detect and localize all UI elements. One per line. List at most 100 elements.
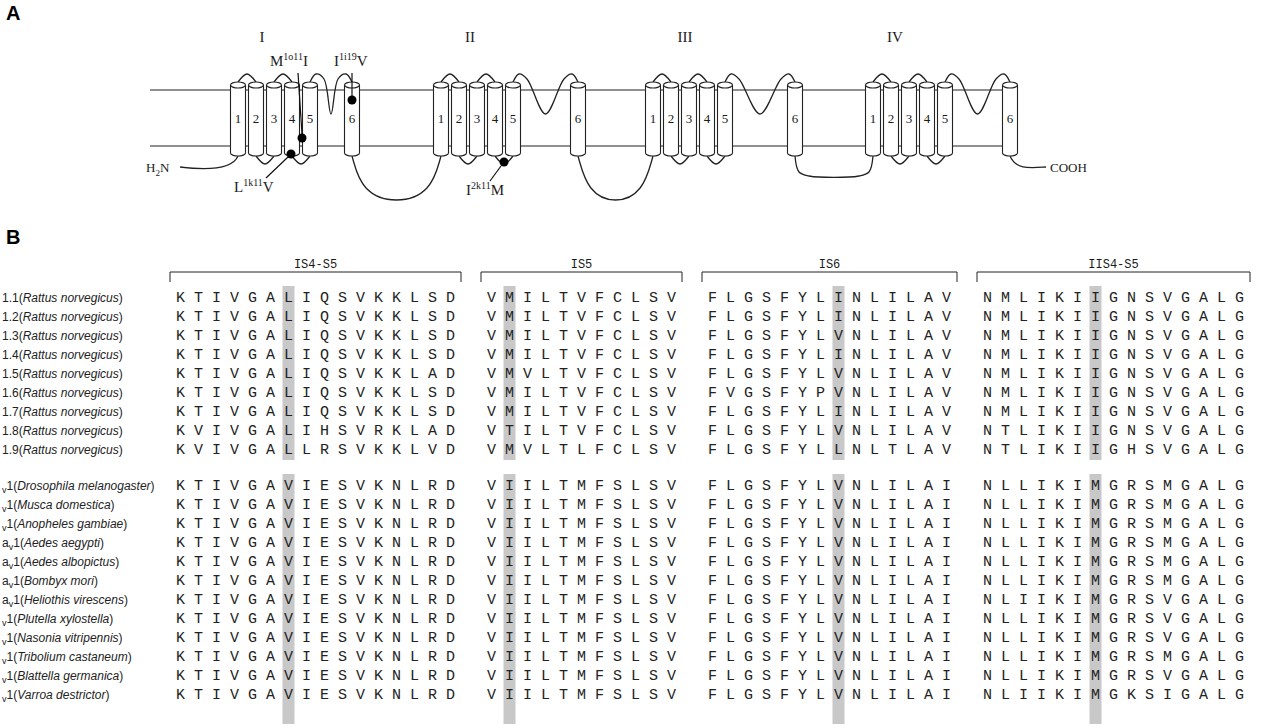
cylinder-rim	[646, 85, 661, 88]
cylinder-rim	[788, 85, 803, 88]
species-name: Plutella xylostella	[17, 612, 109, 626]
domain-label: I	[260, 29, 265, 45]
cylinder-rim	[938, 85, 953, 88]
label-slot: N M L I K I I G N S V G A L G	[983, 326, 1244, 346]
label-slot: v1(Nasonia vitripennis)	[2, 628, 123, 647]
label-slot: V I I L T M F S L S V	[487, 514, 676, 534]
sequence-segment: K T I V G A L I Q S V K K L S D	[176, 404, 455, 421]
text-part: a	[2, 555, 9, 569]
label-slot: K V I V G A L I H S V R K L A D	[176, 421, 455, 441]
sequence-segment: V M I L T V F C L S V	[487, 404, 676, 421]
species-name: Rattus norvegicus	[23, 424, 119, 438]
label-slot: K T I V G A V I E S V K N L R D	[176, 590, 455, 610]
segment-number: 2	[456, 112, 463, 126]
mutation-dot	[348, 96, 357, 105]
label-slot: N L L I K I M G R S M G A L G	[983, 514, 1244, 534]
label-slot: N M L I K I I G N S V G A L G	[983, 383, 1244, 403]
loop-connector	[909, 74, 927, 82]
cylinder-body	[267, 82, 282, 156]
sequence-segment: N L L I K I M G R S M G A L G	[983, 535, 1244, 552]
bracket-char: (	[20, 555, 24, 569]
subscript: 2	[155, 168, 160, 178]
sequence-segment: F L G S F Y L L N L T L A V	[708, 442, 951, 459]
label-slot: IS5	[571, 254, 593, 272]
label-slot: K V I V G A L L R S V K K L V D	[176, 440, 455, 460]
domain-label: III	[678, 29, 693, 45]
sequence-segment: F L G S F Y L V N L I L A I	[708, 649, 951, 666]
label-slot: 1.5(Rattus norvegicus)	[2, 364, 123, 383]
cylinder-rim	[700, 85, 715, 88]
subscript: v	[2, 637, 7, 647]
species-name: Tribolium castaneum	[17, 650, 127, 664]
residue: I	[303, 53, 308, 69]
bracket	[702, 272, 957, 282]
species-name: Aedes aegypti	[24, 536, 100, 550]
residue: V	[357, 53, 368, 69]
label-slot: F L G S F Y L V N L I L A I	[708, 685, 951, 705]
cylinder-body	[664, 82, 679, 156]
segment-number: 4	[704, 112, 711, 126]
species-name: Drosophila melanogaster	[17, 479, 150, 493]
loop-connector	[873, 74, 891, 82]
label-slot: v1(Blattella germanica)	[2, 666, 123, 685]
cylinder-rim	[285, 85, 300, 88]
leader-line	[490, 166, 501, 181]
bracket-char: (	[19, 291, 23, 305]
sequence-segment: K T I V G A V I E S V K N L R D	[176, 516, 455, 533]
segment-number: 5	[942, 112, 949, 126]
channel-name: v1(Drosophila melanogaster)	[2, 479, 155, 493]
label-slot: V I I L T M F S L S V	[487, 533, 676, 553]
text-part: 1	[7, 669, 14, 683]
membrane-segment: 5	[505, 82, 521, 156]
label-slot: V M I L T V F C L S V	[487, 402, 676, 422]
text-part: COOH	[1050, 160, 1087, 175]
cylinder-body	[788, 82, 803, 156]
label-slot: N L L I K I M G R S V G A L G	[983, 666, 1244, 686]
bracket-char: )	[119, 424, 123, 438]
text-part: 1	[7, 517, 14, 531]
sequence-segment: K T I V G A V I E S V K N L R D	[176, 535, 455, 552]
channel-name: v1(Musca domestica)	[2, 498, 115, 512]
bracket-char: (	[19, 405, 23, 419]
sequence-segment: N L L I K I M G R S M G A L G	[983, 573, 1244, 590]
subscript: v	[2, 694, 7, 704]
bracket-char: )	[111, 498, 115, 512]
bracket-char: )	[119, 669, 123, 683]
label-slot: av1(Heliothis virescens)	[2, 590, 128, 609]
label-slot: v1(Musca domestica)	[2, 495, 115, 514]
channel-name: v1(Varroa destrictor)	[2, 688, 109, 702]
label-slot: L1k11V	[234, 178, 274, 196]
membrane-segment: 1	[645, 82, 661, 156]
segment-heading: IS6	[819, 258, 841, 272]
sequence-segment: V M I L T V F C L S V	[487, 347, 676, 364]
sequence-segment: K T I V G A V I E S V K N L R D	[176, 630, 455, 647]
bracket-char: )	[119, 329, 123, 343]
sequence-segment: F L G S F Y L V N L I L A V	[708, 366, 951, 383]
sequence-segment: K T I V G A V I E S V K N L R D	[176, 592, 455, 609]
sequence-segment: K T I V G A V I E S V K N L R D	[176, 497, 455, 514]
domain-label: IV	[887, 29, 903, 45]
subscript: v	[2, 675, 7, 685]
bracket-char: )	[119, 348, 123, 362]
label-slot: 1.2(Rattus norvegicus)	[2, 307, 123, 326]
text-part: 1	[7, 498, 14, 512]
label-slot: K T I V G A L I Q S V K K L A D	[176, 364, 455, 384]
label-slot: N M L I K I I G N S V G A L G	[983, 288, 1244, 308]
sequence-segment: N L L I K I M G R S M G A L G	[983, 516, 1244, 533]
membrane-segment: 3	[469, 82, 485, 156]
cylinder-rim	[452, 85, 467, 88]
residue: I	[466, 182, 471, 198]
label-slot: F L G S F Y L V N L I L A I	[708, 571, 951, 591]
channel-name: 1.1(Rattus norvegicus)	[2, 291, 123, 305]
label-slot: F V G S F Y P V N L I L A V	[708, 383, 951, 403]
cylinder-rim	[470, 85, 485, 88]
cylinder-rim	[902, 85, 917, 88]
label-slot: IS6	[819, 254, 841, 272]
label-slot: N T L I K I I G N S V G A L G	[983, 421, 1244, 441]
cylinder-rim	[682, 85, 697, 88]
text-part: a	[2, 593, 9, 607]
label-slot: IV	[887, 28, 903, 46]
bracket-char: (	[13, 498, 17, 512]
sequence-segment: K T I V G A L I Q S V K K L S D	[176, 385, 455, 402]
